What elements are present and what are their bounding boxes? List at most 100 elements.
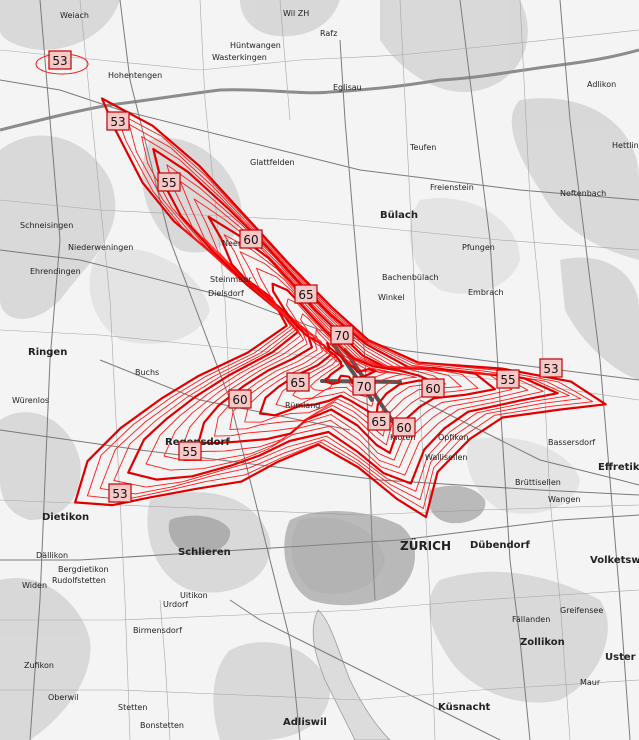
- noise-label-box: [286, 372, 310, 392]
- place-label: Rümlang: [285, 401, 320, 410]
- place-label: Würenlos: [12, 396, 49, 405]
- noise-label-value: 55: [182, 445, 197, 459]
- place-label: Dietikon: [42, 512, 89, 523]
- noise-label-box: [352, 376, 376, 396]
- noise-level-label: 70: [330, 325, 354, 345]
- noise-label-box: [108, 483, 132, 503]
- noise-level-labels: 53 53 55 60 65 70 70 65 60 65 60 55 53 60 55 53: [48, 50, 563, 503]
- urban-area: [168, 485, 486, 606]
- place-label: Bonstetten: [140, 721, 184, 730]
- noise-label-value: 53: [543, 362, 558, 376]
- noise-level-label: 60: [239, 229, 263, 249]
- place-label: Dielsdorf: [208, 289, 244, 298]
- noise-label-value: 55: [161, 176, 176, 190]
- place-label: Dübendorf: [470, 540, 530, 551]
- noise-level-label: 60: [228, 389, 252, 409]
- lake-zurich: [312, 609, 391, 740]
- place-label: Brüttisellen: [515, 478, 561, 487]
- noise-contour-line: [74, 97, 607, 519]
- noise-label-box: [157, 172, 181, 192]
- place-label: Glattfelden: [250, 158, 295, 167]
- noise-level-label: 65: [294, 284, 318, 304]
- noise-label-value: 60: [232, 393, 247, 407]
- noise-label-box: [48, 50, 72, 70]
- noise-label-value: 65: [371, 415, 386, 429]
- place-label: Bülach: [380, 210, 418, 221]
- place-label: Bergdietikon: [58, 565, 109, 574]
- noise-label-value: 65: [298, 288, 313, 302]
- place-label: Kloten: [390, 433, 416, 442]
- noise-contours: [35, 53, 607, 519]
- noise-level-label: 53: [106, 111, 130, 131]
- noise-label-box: [421, 378, 445, 398]
- noise-level-label: 60: [421, 378, 445, 398]
- place-label: Weiach: [60, 11, 89, 20]
- noise-label-box: [228, 389, 252, 409]
- noise-level-label: 55: [178, 441, 202, 461]
- place-label: ZÜRICH: [400, 538, 451, 553]
- noise-label-box: [496, 369, 520, 389]
- place-label: Hüntwangen: [230, 41, 281, 50]
- place-label: Wil ZH: [283, 9, 309, 18]
- place-label: Oberwil: [48, 693, 79, 702]
- noise-label-value: 60: [243, 233, 258, 247]
- noise-label-box: [294, 284, 318, 304]
- place-label: Uitikon: [180, 591, 208, 600]
- noise-level-label: 60: [392, 417, 416, 437]
- noise-label-value: 60: [396, 421, 411, 435]
- noise-label-value: 60: [425, 382, 440, 396]
- place-label: Dällikon: [36, 551, 68, 560]
- noise-label-box: [330, 325, 354, 345]
- noise-label-value: 70: [334, 329, 349, 343]
- noise-label-value: 55: [500, 373, 515, 387]
- place-label: Steinmaur: [210, 275, 252, 284]
- noise-label-value: 53: [52, 54, 67, 68]
- place-label: Wasterkingen: [212, 53, 267, 62]
- rhine-river: [0, 48, 639, 132]
- noise-contour-line: [163, 180, 529, 468]
- noise-label-box: [539, 358, 563, 378]
- place-label: Widen: [22, 581, 47, 590]
- place-label: Eglisau: [333, 83, 362, 92]
- place-label: Fällanden: [512, 615, 550, 624]
- place-label: Effretikon: [598, 462, 639, 473]
- noise-contour-line: [86, 111, 594, 509]
- noise-level-label: 55: [157, 172, 181, 192]
- noise-label-value: 65: [290, 376, 305, 390]
- place-label: Uster: [605, 652, 636, 663]
- noise-level-label: 70: [352, 376, 376, 396]
- noise-label-value: 53: [110, 115, 125, 129]
- place-label: Adliswil: [283, 717, 327, 728]
- noise-label-box: [367, 411, 391, 431]
- place-label: Neftenbach: [560, 189, 606, 198]
- place-label: Pfungen: [462, 243, 495, 252]
- place-label: Schlieren: [178, 547, 231, 558]
- place-label: Birmensdorf: [133, 626, 182, 635]
- place-label: Adlikon: [587, 80, 616, 89]
- place-label: Buchs: [135, 368, 159, 377]
- noise-contour-line: [324, 341, 377, 385]
- place-label: Opfikon: [438, 433, 469, 442]
- place-label: Urdorf: [163, 600, 188, 609]
- place-label: Rafz: [320, 29, 337, 38]
- place-label: Winkel: [378, 293, 405, 302]
- noise-level-label: 65: [367, 411, 391, 431]
- noise-label-box: [178, 441, 202, 461]
- place-label: Bachenbülach: [382, 273, 439, 282]
- place-label: Stetten: [118, 703, 147, 712]
- noise-level-label: 55: [496, 369, 520, 389]
- noise-contour-line: [181, 198, 513, 461]
- noise-label-box: [392, 417, 416, 437]
- noise-contour-line: [214, 234, 479, 446]
- place-label: Ringen: [28, 347, 67, 358]
- noise-label-box: [106, 111, 130, 131]
- place-label: Hettlingen: [612, 141, 639, 150]
- place-label: Volketswil: [590, 555, 639, 566]
- noise-level-label: 53: [108, 483, 132, 503]
- place-label: Wangen: [548, 495, 580, 504]
- noise-level-label: 53: [48, 50, 72, 70]
- place-label: Schneisingen: [20, 221, 73, 230]
- place-label: Freienstein: [430, 183, 474, 192]
